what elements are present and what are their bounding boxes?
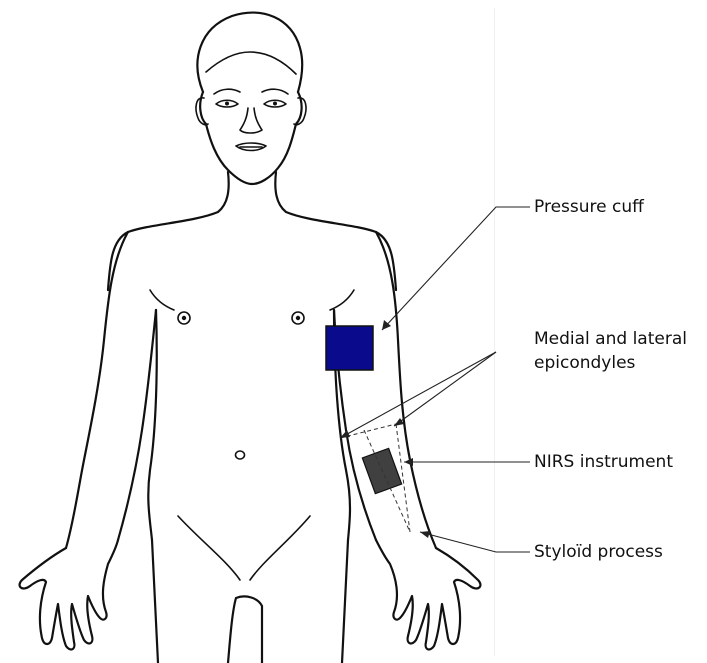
label-pressure-cuff: Pressure cuff bbox=[534, 196, 644, 219]
arm-left bbox=[334, 232, 480, 649]
label-nirs-instrument: NIRS instrument bbox=[534, 451, 673, 474]
leader-lines bbox=[340, 207, 530, 552]
head bbox=[196, 13, 306, 184]
pressure-cuff-band bbox=[326, 326, 373, 370]
label-epicondyles-line2: epicondyles bbox=[534, 352, 635, 375]
arm-right bbox=[20, 232, 156, 649]
label-epicondyles-line1: Medial and lateral bbox=[534, 328, 687, 351]
label-styloid-process: Styloïd process bbox=[534, 541, 663, 564]
torso bbox=[108, 172, 396, 663]
